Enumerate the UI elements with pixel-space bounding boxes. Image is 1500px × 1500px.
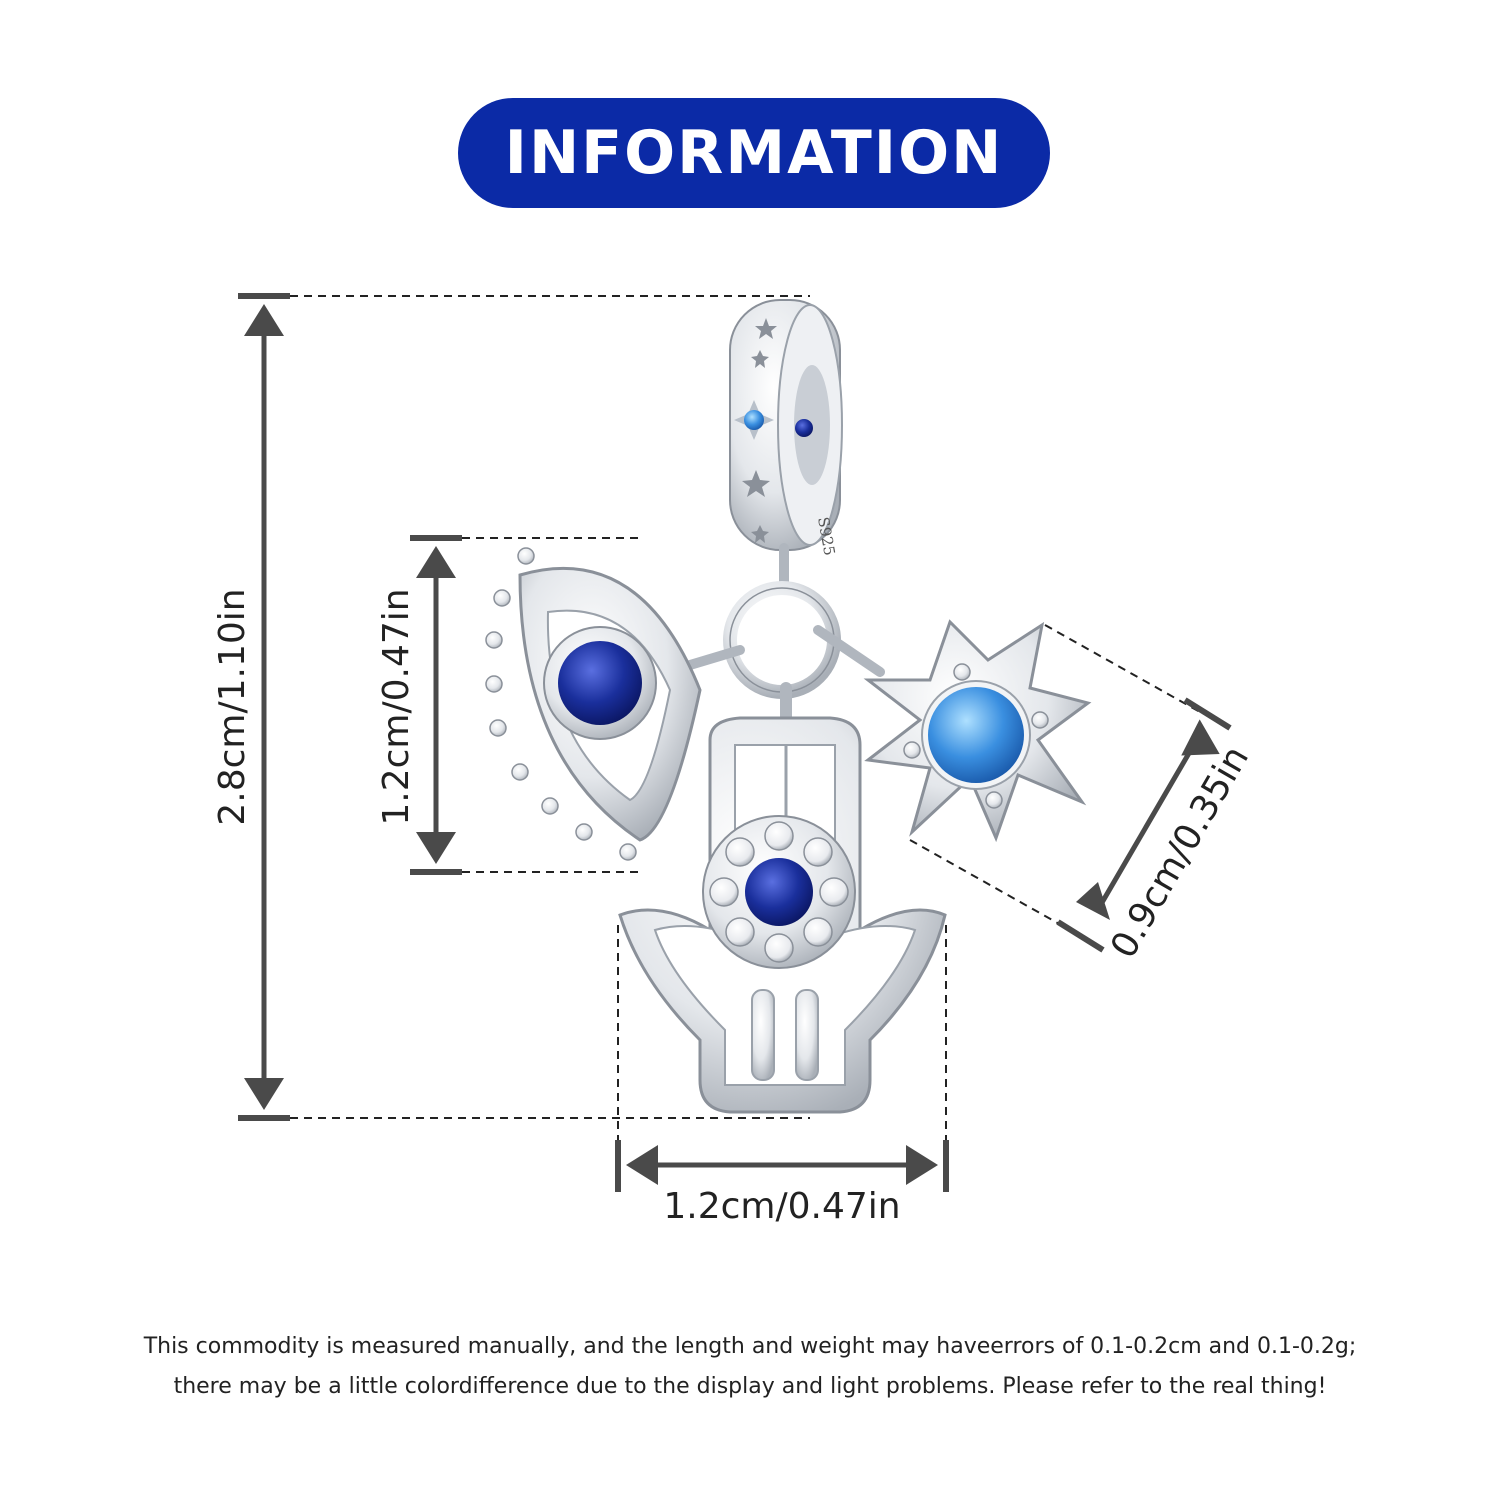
sapphire-stone-icon [558, 641, 642, 725]
evil-eye-charm [485, 547, 702, 861]
star-engraving-icon [742, 318, 777, 543]
beaded-lashes-icon [485, 547, 637, 861]
bail-bead: S925 [729, 299, 843, 557]
hamsa-charm [618, 682, 947, 1114]
eye-height-label: 1.2cm/0.47in [376, 588, 417, 825]
dimension-hamsa-width: 1.2cm/0.47in [615, 925, 949, 1227]
disclaimer-line-2: there may be a little colordifference du… [173, 1374, 1327, 1399]
hamsa-sapphire-icon [745, 858, 813, 926]
light-blue-stone-icon [734, 400, 774, 440]
total-height-label: 2.8cm/1.10in [212, 588, 253, 825]
star-charm [863, 619, 1092, 843]
dimension-total-height: 2.8cm/1.10in [212, 293, 810, 1121]
cz-halo-icon [709, 821, 849, 963]
information-banner: INFORMATION [458, 98, 1050, 208]
blue-topaz-stone-icon [928, 687, 1024, 783]
disclaimer-line-1: This commodity is measured manually, and… [143, 1334, 1357, 1359]
dimension-eye-height: 1.2cm/0.47in [376, 535, 640, 875]
banner-title: INFORMATION [504, 118, 1004, 188]
hamsa-width-label: 1.2cm/0.47in [663, 1186, 900, 1227]
